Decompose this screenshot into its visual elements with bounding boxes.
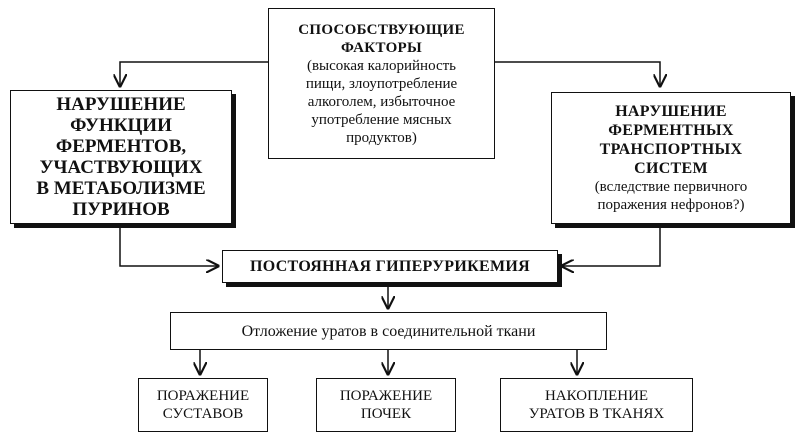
enzymes-line-6: ПУРИНОВ <box>72 199 170 220</box>
accumulation-line-2: УРАТОВ В ТКАНЯХ <box>528 406 665 422</box>
factors-detail-line-2: пищи, злоупотребление <box>305 75 458 92</box>
deposition-box: Отложение уратов в соединительной ткани <box>170 312 607 350</box>
transport-disorder-box: НАРУШЕНИЕ ФЕРМЕНТНЫХ ТРАНСПОРТНЫХ СИСТЕМ… <box>551 92 791 224</box>
transport-title-line-3: ТРАНСПОРТНЫХ <box>599 141 743 158</box>
factors-detail-line-4: употребление мясных <box>311 111 452 128</box>
urate-accumulation-box: НАКОПЛЕНИЕ УРАТОВ В ТКАНЯХ <box>500 378 693 432</box>
deposition-label: Отложение уратов в соединительной ткани <box>241 322 536 340</box>
enzymes-line-3: ФЕРМЕНТОВ, <box>55 136 187 157</box>
kidney-damage-box: ПОРАЖЕНИЕ ПОЧЕК <box>316 378 456 432</box>
hyperuricemia-box: ПОСТОЯННАЯ ГИПЕРУРИКЕМИЯ <box>222 250 558 283</box>
arrow-deposition-to-outcomes <box>199 350 578 362</box>
hyperuricemia-label: ПОСТОЯННАЯ ГИПЕРУРИКЕМИЯ <box>250 257 530 275</box>
contributing-factors-box: СПОСОБСТВУЮЩИЕ ФАКТОРЫ (высокая калорийн… <box>268 8 495 159</box>
joint-damage-box: ПОРАЖЕНИЕ СУСТАВОВ <box>138 378 268 432</box>
factors-detail-line-3: алкоголем, избыточное <box>307 93 456 110</box>
kidneys-line-1: ПОРАЖЕНИЕ <box>339 388 433 404</box>
arrow-factors-to-enzymes <box>120 61 268 86</box>
transport-detail-line-1: (вследствие первичного <box>594 179 748 195</box>
enzymes-line-2: ФУНКЦИИ <box>70 115 172 136</box>
arrow-factors-to-transport <box>495 61 660 86</box>
accumulation-line-1: НАКОПЛЕНИЕ <box>544 388 649 404</box>
transport-title-line-2: ФЕРМЕНТНЫХ <box>608 122 734 139</box>
transport-title-line-4: СИСТЕМ <box>634 160 708 177</box>
factors-detail-line-1: (высокая калорийность <box>306 57 457 74</box>
enzyme-dysfunction-box: НАРУШЕНИЕ ФУНКЦИИ ФЕРМЕНТОВ, УЧАСТВУЮЩИХ… <box>10 90 232 224</box>
transport-title-line-1: НАРУШЕНИЕ <box>615 103 727 120</box>
kidneys-line-2: ПОЧЕК <box>360 406 412 422</box>
enzymes-line-5: В МЕТАБОЛИЗМЕ <box>36 178 206 199</box>
joints-line-2: СУСТАВОВ <box>162 406 244 422</box>
joints-line-1: ПОРАЖЕНИЕ <box>156 388 250 404</box>
factors-detail-line-5: продуктов) <box>346 129 417 146</box>
transport-detail-line-2: поражения нефронов?) <box>597 197 745 213</box>
factors-title-line-2: ФАКТОРЫ <box>340 39 423 56</box>
arrow-transport-to-hyperuricemia <box>562 228 661 266</box>
enzymes-line-1: НАРУШЕНИЕ <box>56 94 186 115</box>
arrow-enzymes-to-hyperuricemia <box>119 228 218 266</box>
enzymes-line-4: УЧАСТВУЮЩИХ <box>39 157 203 178</box>
factors-title-line-1: СПОСОБСТВУЮЩИЕ <box>298 21 465 38</box>
